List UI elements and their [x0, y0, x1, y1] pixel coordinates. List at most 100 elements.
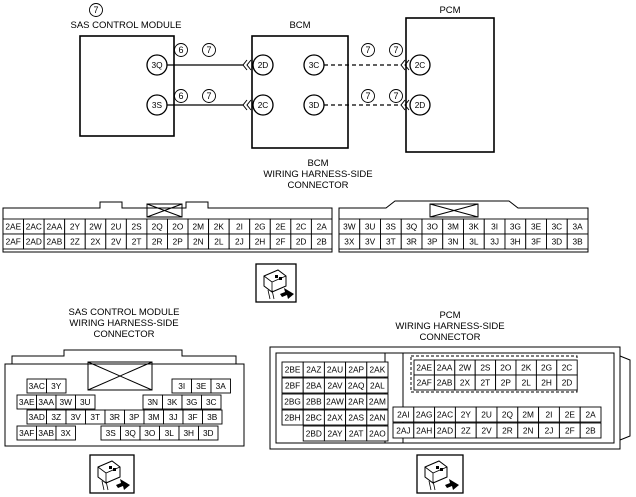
bcm-pin: 3C [309, 60, 320, 70]
pin-label: 2S [132, 222, 143, 232]
pin-label: 3L [469, 237, 479, 247]
pin-label: 3H [183, 428, 194, 438]
pin-label: 2U [481, 410, 492, 420]
pin-label: 3H [510, 237, 521, 247]
pin-label: 2D [562, 378, 573, 388]
pin-label: 3G [510, 222, 521, 232]
pin-label: 3R [406, 237, 417, 247]
pin-label: 3R [109, 412, 120, 422]
wire-marker: 7 [365, 45, 370, 55]
pin-label: 2AD [437, 426, 453, 436]
pin-label: 3C [206, 397, 217, 407]
pin-label: 2AP [348, 365, 364, 375]
pin-label: 3F [531, 237, 541, 247]
pin-label: 2AB [47, 237, 63, 247]
pin-label: 2BC [306, 413, 322, 423]
pin-label: 3AF [19, 428, 34, 438]
pcm-connector-title-line: WIRING HARNESS-SIDE [395, 321, 504, 332]
pin-cell [202, 409, 223, 425]
wire-marker: 6 [178, 91, 183, 101]
pin-label: 2I [236, 222, 243, 232]
sas-connector-title-line: CONNECTOR [93, 329, 154, 340]
pin-label: 3Q [125, 428, 137, 438]
pin-label: 3U [365, 222, 376, 232]
wire-marker: 7 [206, 91, 211, 101]
pin-label: 3AB [38, 428, 54, 438]
pin-label: 2AB [437, 378, 453, 388]
pin-label: 3C [552, 222, 563, 232]
pin-label: 2AW [326, 397, 344, 407]
pin-label: 2Z [70, 237, 80, 247]
pin-cell [579, 406, 602, 423]
pin-label: 2AH [416, 426, 432, 436]
pin-label: 2X [90, 237, 101, 247]
pin-cell [198, 425, 219, 441]
pin-label: 3K [167, 397, 178, 407]
pin-label: 2O [172, 222, 184, 232]
pin-label: 2AZ [306, 365, 321, 375]
pin-label: 2S [480, 363, 491, 373]
pin-label: 2J [235, 237, 244, 247]
pin-cell [366, 393, 389, 410]
pin-label: 2C [562, 363, 573, 373]
pin-label: 3A [216, 381, 227, 391]
pin-label: 2AA [437, 363, 453, 373]
pin-label: 2T [481, 378, 491, 388]
pin-label: 2W [459, 363, 472, 373]
pin-label: 3Q [406, 222, 418, 232]
pin-label: 2F [276, 237, 286, 247]
pin-label: 2O [500, 363, 512, 373]
pin-label: 2AC [437, 410, 453, 420]
pin-label: 2C [296, 222, 307, 232]
pin-label: 2BG [284, 397, 301, 407]
pin-cell [46, 378, 67, 394]
pin-label: 3F [188, 412, 198, 422]
wire-marker: 6 [178, 45, 183, 55]
sas-connector-title-line: WIRING HARNESS-SIDE [69, 318, 178, 329]
pin-cell [366, 425, 389, 442]
pin-label: 2BF [285, 381, 300, 391]
pin-label: 2M [193, 222, 205, 232]
pin-label: 2W [89, 222, 102, 232]
pin-label: 2G [254, 222, 265, 232]
pcm-module-label: PCM [439, 5, 460, 16]
pin-label: 2B [317, 237, 328, 247]
pin-label: 2AQ [348, 381, 365, 391]
pin-label: 2A [586, 410, 597, 420]
pin-label: 2AU [327, 365, 343, 375]
pin-label: 2P [501, 378, 512, 388]
pin-label: 2E [565, 410, 576, 420]
pin-cell [556, 374, 578, 391]
sas-pin: 3Q [151, 60, 163, 70]
connector-plug-icon [89, 454, 135, 494]
pin-cell [366, 377, 389, 394]
top-marker: 7 [93, 5, 98, 15]
pin-label: 2L [214, 237, 224, 247]
pin-label: 2BA [306, 381, 322, 391]
pin-label: 2AF [6, 237, 21, 247]
pin-label: 3E [531, 222, 542, 232]
pin-label: 3P [427, 237, 438, 247]
pin-label: 3AA [38, 397, 54, 407]
pin-label: 3S [386, 222, 397, 232]
pin-label: 2AS [348, 413, 364, 423]
bcm-connector-title-line: CONNECTOR [287, 180, 348, 191]
pin-label: 2B [586, 426, 597, 436]
pin-label: 2AC [26, 222, 42, 232]
pin-label: 3B [573, 237, 584, 247]
pin-label: 2K [214, 222, 225, 232]
pin-cell [75, 394, 96, 410]
pin-label: 3D [552, 237, 563, 247]
pin-label: 2Q [152, 222, 164, 232]
pin-label: 2R [502, 426, 513, 436]
pin-label: 2L [522, 378, 532, 388]
pin-label: 3X [61, 428, 72, 438]
pin-label: 2BD [306, 429, 322, 439]
pin-label: 3X [344, 237, 355, 247]
pin-label: 2N [193, 237, 204, 247]
pin-cell [210, 378, 231, 394]
